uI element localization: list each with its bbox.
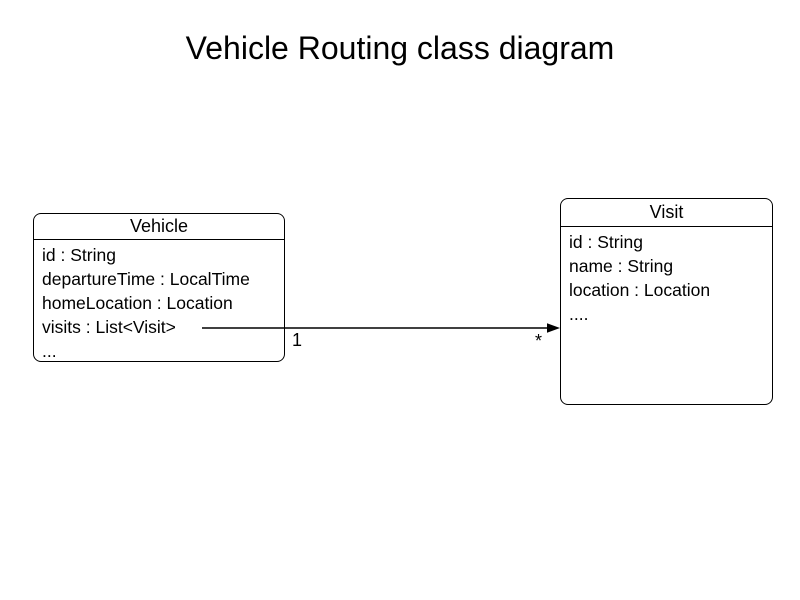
class-attributes-vehicle: id : String departureTime : LocalTime ho… [34,240,284,363]
multiplicity-source-label: 1 [292,330,303,350]
class-attribute: visits : List<Visit> [42,317,176,337]
class-attribute: ... [42,341,57,361]
class-attribute: departureTime : LocalTime [42,269,250,289]
class-attribute: id : String [569,232,643,252]
page-title: Vehicle Routing class diagram [185,30,615,66]
class-attribute: name : String [569,256,674,276]
class-attribute: homeLocation : Location [42,293,233,313]
class-attribute: .... [569,304,589,324]
class-box-visit: Visit id : String name : String location… [560,198,773,405]
class-name-visit: Visit [561,199,772,227]
class-box-vehicle: Vehicle id : String departureTime : Loca… [33,213,285,362]
class-attribute: id : String [42,245,116,265]
class-name-vehicle: Vehicle [34,214,284,240]
multiplicity-target-label: * [535,331,543,351]
class-attributes-visit: id : String name : String location : Loc… [561,227,772,326]
class-attribute: location : Location [569,280,711,300]
